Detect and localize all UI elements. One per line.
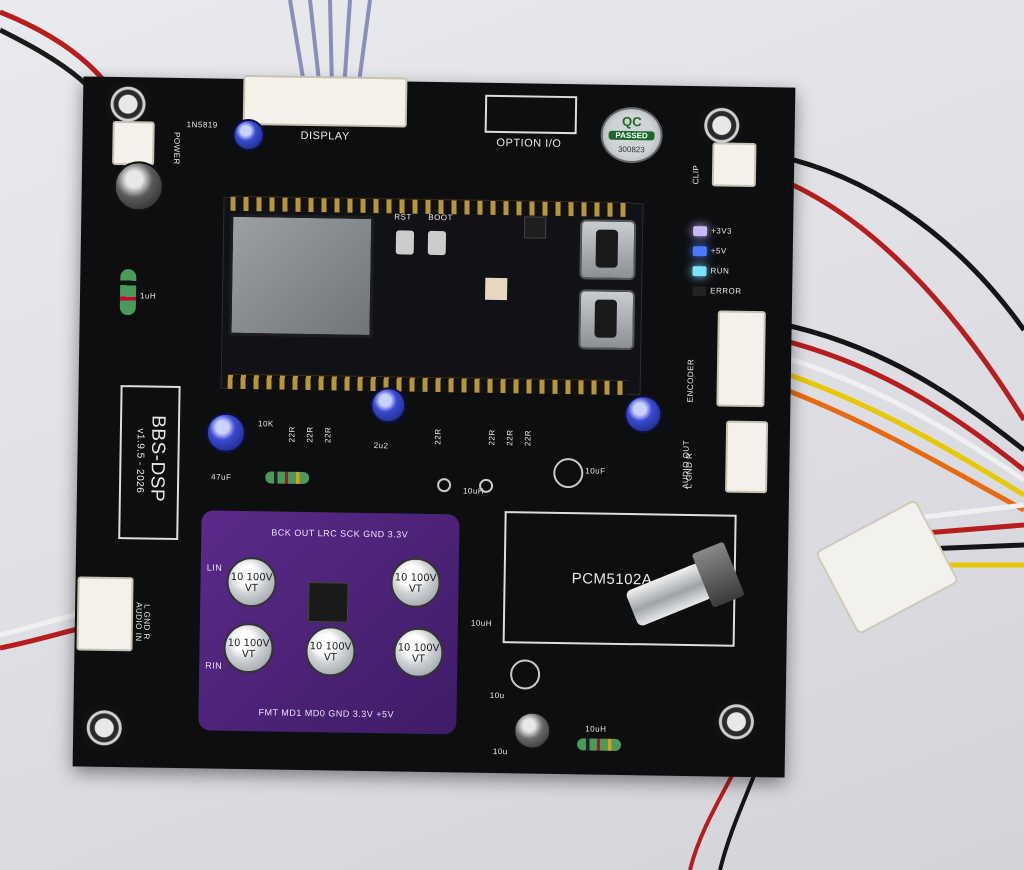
cap-blue-right (623, 394, 663, 434)
power-label: POWER (171, 131, 182, 165)
purple-top-pins: BCK OUT LRC SCK GND 3.3V (271, 527, 409, 540)
audio-out-pins: L GND R (684, 452, 694, 489)
inductor-1uh (119, 269, 137, 316)
cap-bottom-right-text: 10 100V VT (397, 642, 440, 665)
rst-button[interactable] (395, 230, 415, 255)
led-run-label: RUN (710, 266, 730, 276)
pad-1 (436, 478, 452, 493)
purple-dac-module: BCK OUT LRC SCK GND 3.3V FMT MD1 MD0 GND… (198, 510, 460, 735)
mounting-hole-bl (80, 704, 128, 752)
cap-47uf-label: 47uF (211, 472, 232, 482)
boot-label: BOOT (428, 212, 454, 223)
display-label: DISPLAY (300, 129, 350, 143)
qc-code: 300823 (617, 144, 645, 155)
display-connector (242, 74, 408, 128)
cap-10uf-footprint (553, 457, 584, 489)
cap-10u-bottom (512, 711, 552, 750)
inductor-1uh-label: 1uH (139, 291, 157, 301)
inductor-right-label: 10uH (470, 618, 493, 628)
rgb-led (485, 277, 508, 301)
cap-lin: 10 100V VT (226, 556, 277, 608)
cap-2u2-label: 2u2 (373, 441, 389, 451)
cap-lin-text: 10 100V VT (230, 571, 273, 595)
cap-blue-top (232, 118, 265, 152)
cap-center: 10 100V VT (305, 626, 356, 677)
purple-rin: RIN (205, 660, 223, 671)
cap-10u-footprint (509, 659, 541, 690)
led-5v-label: +5V (710, 246, 727, 256)
cap-47uf (205, 412, 247, 454)
cap-top-right-text: 10 100V VT (394, 572, 437, 595)
cap-rin: 10 100V VT (223, 622, 274, 674)
cap-center-text: 10 100V VT (309, 640, 352, 664)
usbc-port-top[interactable] (579, 219, 637, 281)
cap-10u-label-b: 10u (492, 746, 508, 757)
power-capacitor (113, 160, 165, 212)
qc-passed-badge: QC PASSED 300823 (600, 106, 664, 164)
r10k-label: 10K (257, 419, 274, 429)
boot-button[interactable] (427, 230, 447, 256)
audio-out-connector (725, 420, 769, 494)
led-3v3 (693, 226, 708, 237)
passed-text: PASSED (608, 130, 655, 141)
r22-label-3: 22R (323, 426, 333, 443)
cap-10uf-label: 10uF (585, 466, 606, 476)
r22-label-7: 22R (523, 429, 533, 447)
r22-label-2: 22R (305, 426, 315, 443)
pcb-board: DISPLAY OPTION I/O QC PASSED 300823 POWE… (72, 74, 796, 778)
cap-rin-text: 10 100V VT (227, 637, 270, 661)
usbc-port-bottom[interactable] (578, 289, 636, 351)
purple-lin: LIN (206, 562, 223, 573)
inductor-1uh-mid (265, 471, 310, 485)
r22-label-5: 22R (487, 429, 497, 446)
clip-label: CLIP (691, 164, 701, 185)
cap-top-right: 10 100V VT (390, 557, 441, 609)
mounting-hole-br (713, 698, 760, 746)
encoder-label: ENCODER (685, 358, 696, 403)
encoder-connector (716, 310, 766, 408)
clip-connector (711, 142, 757, 188)
r22-label-6: 22R (505, 429, 515, 446)
cap-2u2 (370, 386, 407, 424)
rst-label: RST (394, 212, 412, 222)
led-error-label: ERROR (710, 286, 742, 296)
audio-in-pins: L GND R (141, 604, 152, 640)
led-error (692, 286, 707, 297)
inductor-bottom (576, 738, 622, 751)
header-bottom (227, 373, 628, 396)
dac-chip (307, 582, 349, 623)
board-name: BBS-DSP (146, 415, 169, 503)
board-version: v1.9.5 - 2026 (133, 428, 146, 494)
option-io-header (484, 94, 578, 135)
r22-label-4: 22R (433, 428, 443, 445)
r22-label-1: 22R (287, 426, 297, 443)
cap-10u-label-a: 10u (489, 690, 505, 701)
purple-bottom-pins: FMT MD1 MD0 GND 3.3V +5V (258, 707, 395, 720)
esp32-devboard: RST BOOT (220, 195, 644, 396)
led-run (692, 266, 707, 277)
esp32-module (228, 213, 375, 339)
cap-bottom-right: 10 100V VT (393, 627, 444, 679)
option-io-label: OPTION I/O (496, 136, 562, 150)
inductor-bottom-label: 10uH (585, 724, 607, 734)
diode-label: 1N5819 (186, 120, 218, 130)
usb-chip (523, 216, 547, 239)
led-5v (692, 246, 707, 257)
led-3v3-label: +3V3 (711, 226, 733, 236)
audio-in-connector (76, 576, 134, 652)
pad-2 (478, 478, 494, 493)
qc-text: QC (621, 113, 642, 130)
power-connector (112, 120, 155, 166)
